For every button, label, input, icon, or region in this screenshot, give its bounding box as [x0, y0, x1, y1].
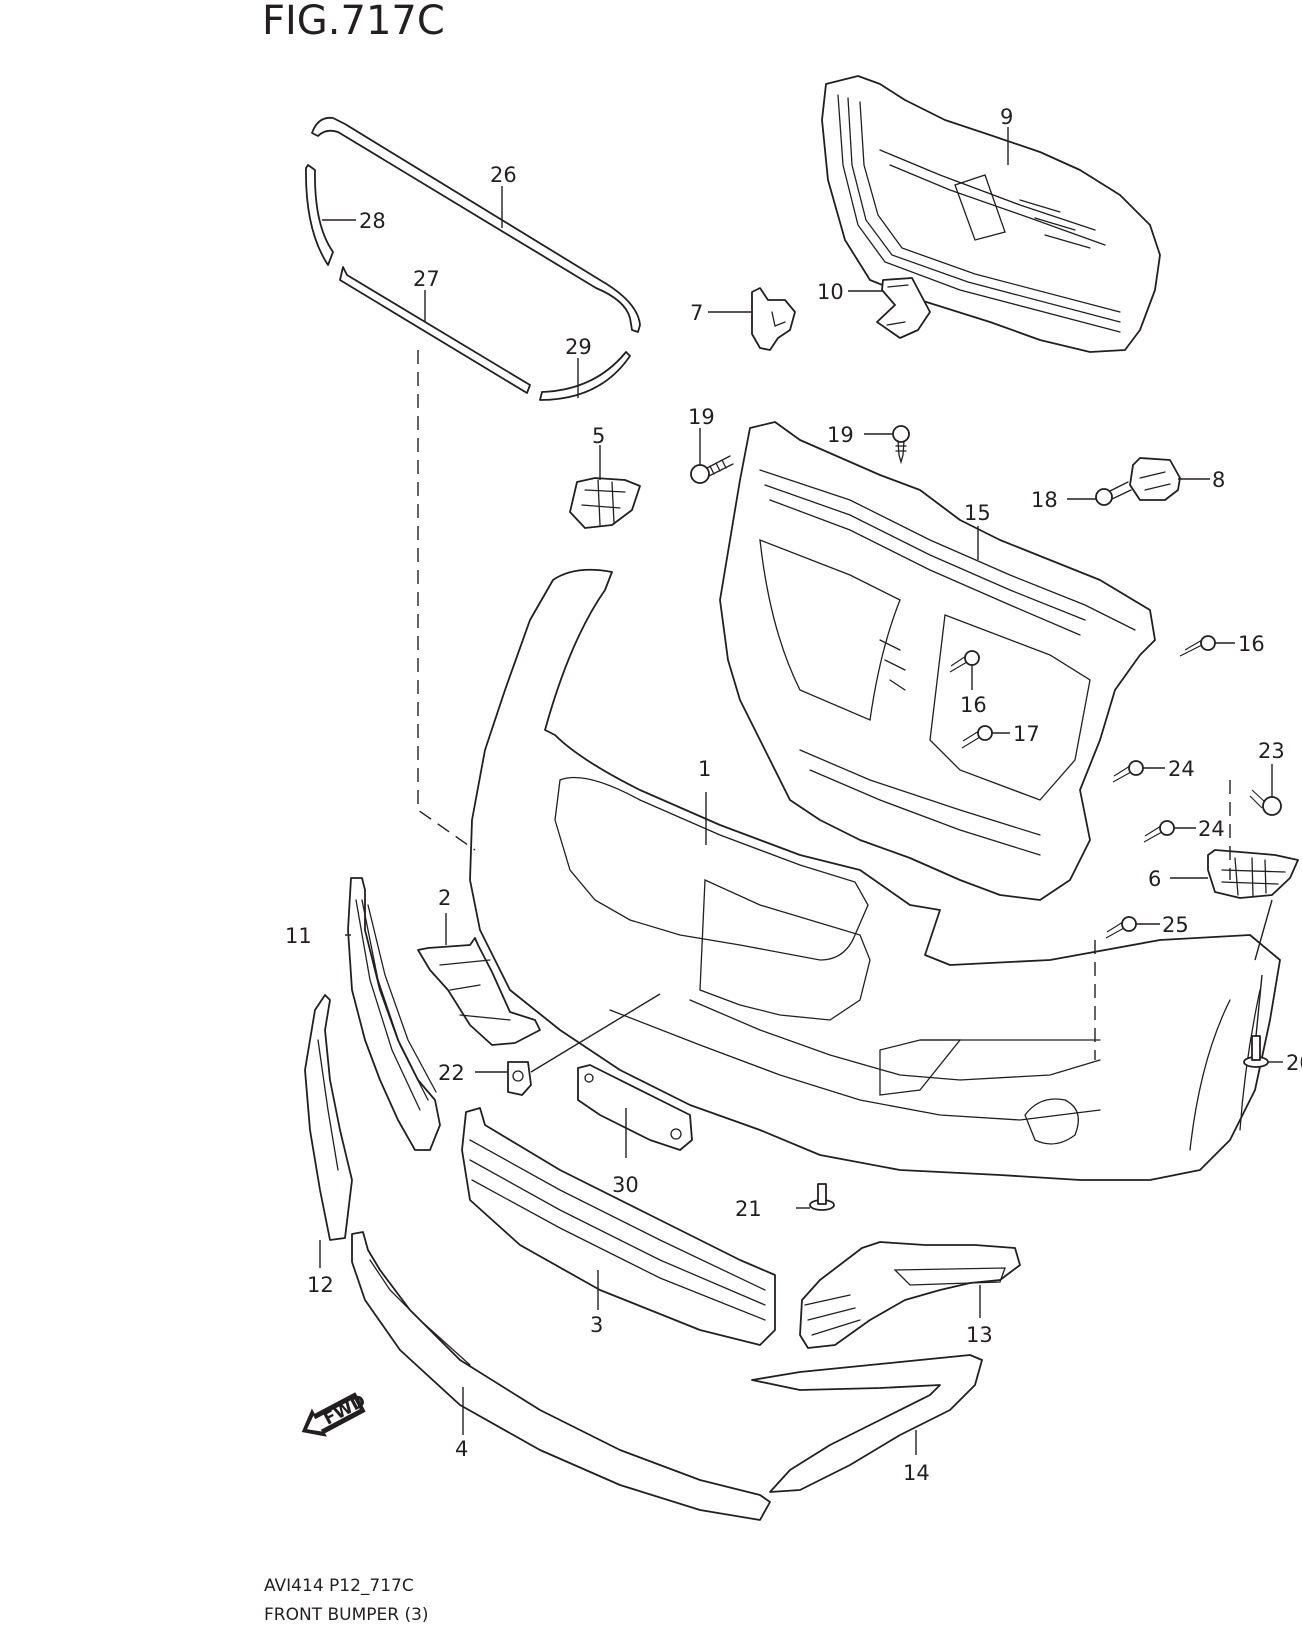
callout-18: 18	[1031, 488, 1058, 512]
part-6-side-bracket-right	[1207, 849, 1299, 899]
callout-9: 9	[1000, 105, 1013, 129]
callout-6: 6	[1148, 867, 1161, 891]
part-26-upper-moulding	[311, 116, 641, 333]
part-5-side-bracket-left	[569, 477, 641, 529]
callout-10: 10	[817, 280, 844, 304]
part-22-nut	[507, 1061, 532, 1096]
callout-29: 29	[565, 335, 592, 359]
part-2-grille-bracket	[417, 937, 541, 1046]
part-19-bolt-top	[892, 425, 910, 465]
part-3-lower-grille	[461, 1107, 776, 1346]
figure-caption: FRONT BUMPER (3)	[264, 1605, 429, 1625]
callout-28: 28	[359, 209, 386, 233]
callout-30: 30	[612, 1173, 639, 1197]
callout-12: 12	[307, 1273, 334, 1297]
part-29-side-moulding-right	[539, 351, 631, 401]
callout-27: 27	[413, 267, 440, 291]
part-10-emblem	[876, 277, 931, 339]
part-12-garnish-left	[304, 994, 353, 1241]
callout-5: 5	[592, 424, 605, 448]
callout-20: 20	[1286, 1051, 1302, 1075]
part-4-lower-spoiler	[351, 1231, 771, 1521]
part-7-clip	[751, 287, 796, 351]
callout-15: 15	[964, 501, 991, 525]
fwd-label: FWD	[320, 1391, 369, 1430]
callout-3: 3	[590, 1313, 603, 1337]
part-27-lower-moulding	[339, 266, 531, 394]
callout-14: 14	[903, 1461, 930, 1485]
callout-7: 7	[690, 301, 703, 325]
callout-22: 22	[438, 1061, 465, 1085]
part-18-bolt	[1095, 481, 1132, 506]
part-13-fog-bezel-right	[799, 1241, 1021, 1349]
callout-19-left: 19	[688, 405, 715, 429]
callout-19-top: 19	[827, 423, 854, 447]
part-20-clip	[1243, 1035, 1269, 1068]
part-25-screw	[1143, 820, 1175, 843]
callout-8: 8	[1212, 468, 1225, 492]
callout-26: 26	[490, 163, 517, 187]
callout-labels: 1 2 3 4 5 6 7 8 9 10 11 12 13 14 15 16 1…	[285, 105, 1302, 1485]
part-24-screw-lower	[1105, 916, 1137, 939]
part-30-license-plate-bracket	[577, 1064, 693, 1151]
part-24-screw-upper	[1112, 760, 1144, 783]
callout-24-upper: 24	[1168, 757, 1195, 781]
callout-17: 17	[1013, 722, 1040, 746]
callout-1: 1	[698, 757, 711, 781]
callout-4: 4	[455, 1437, 468, 1461]
part-9-upper-grille	[821, 75, 1161, 353]
figure-title: FIG.717C	[262, 0, 445, 44]
part-14-garnish-right	[751, 1354, 983, 1493]
callout-16-right: 16	[1238, 632, 1265, 656]
callout-25: 24	[1198, 817, 1225, 841]
callout-24-lower: 25	[1162, 913, 1189, 937]
part-16-screw-right	[1179, 635, 1216, 657]
callout-13: 13	[966, 1323, 993, 1347]
callout-2: 2	[438, 886, 451, 910]
part-1-front-bumper-cover	[469, 568, 1281, 1181]
fasteners	[690, 425, 1282, 1211]
part-23-screw	[1249, 789, 1282, 816]
forward-direction-arrow: FWD	[301, 1391, 369, 1437]
drawing-code: AVI414 P12_717C	[264, 1576, 414, 1596]
part-19-bolt-left	[690, 455, 734, 484]
part-28-side-moulding-left	[305, 164, 334, 266]
part-11-fog-bezel-left	[347, 877, 441, 1151]
callout-23: 23	[1258, 739, 1285, 763]
callout-21: 21	[735, 1197, 762, 1221]
part-21-clip	[809, 1183, 835, 1211]
leader-lines	[319, 127, 1283, 1455]
part-8-retainer	[1129, 457, 1181, 501]
part-15-bumper-frame	[719, 421, 1156, 901]
callout-11: 11	[285, 924, 312, 948]
callout-16-mid: 16	[960, 693, 987, 717]
